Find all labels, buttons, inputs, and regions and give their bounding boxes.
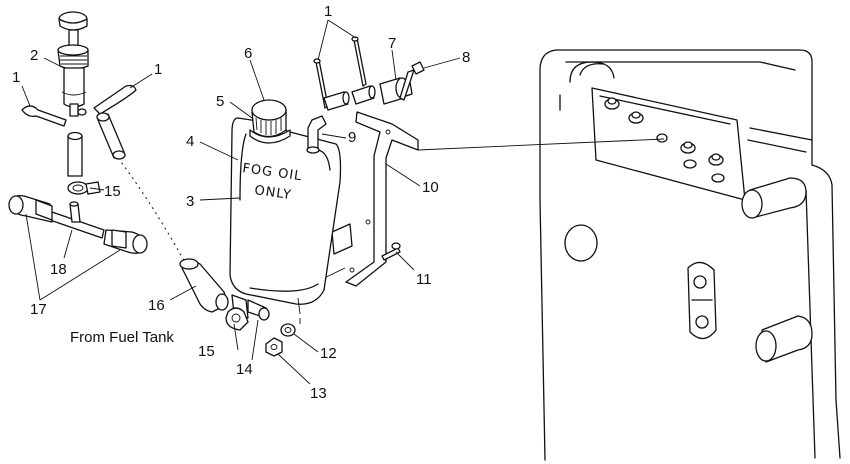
leader-lines [21,19,461,385]
hose-clamp-17a [8,194,53,223]
callout-15-upper: 15 [104,183,121,200]
callout-13: 13 [310,385,327,402]
washer [280,323,296,337]
tee-fitting [49,201,105,239]
fuel-hose [179,258,229,313]
pump-hose-clamp [67,181,101,195]
callout-9: 9 [348,129,356,146]
callout-14: 14 [236,361,253,378]
callout-7: 7 [388,35,396,52]
hose-clamp-17b [103,229,148,254]
hose-clamp-left [21,105,67,127]
fuel-tank-caption: From Fuel Tank [70,329,174,346]
callout-16: 16 [148,297,165,314]
callout-8: 8 [462,49,470,66]
engine-block [539,49,841,461]
callout-6: 6 [244,45,252,62]
mounting-bolts [313,36,367,109]
bracket-screw [381,242,401,261]
lower-hose-clamp [225,307,249,331]
callout-12: 12 [320,345,337,362]
callout-2: 2 [30,47,38,64]
callout-10: 10 [422,179,439,196]
hose-segment-lower [67,135,83,177]
callout-4: 4 [186,133,194,150]
screw [399,61,425,101]
tank-bracket [331,111,419,287]
callout-15-lower: 15 [198,343,215,360]
callout-17: 17 [30,301,47,318]
callout-3: 3 [186,193,194,210]
tank-cap [249,99,291,144]
tank-outlet-fitting [247,299,270,321]
hose-clamp-right [93,84,137,115]
elbow-fitting [306,115,327,154]
nut [265,337,283,357]
callout-numbers: 1 1 1 2 3 4 5 6 7 8 9 10 11 12 13 14 15 … [12,3,470,402]
callout-1-top: 1 [324,3,332,20]
spacer-a [323,91,349,111]
callout-1-right: 1 [154,61,162,78]
mounting-reference-line [417,138,665,151]
tank-label-line2: ONLY [253,183,292,203]
callout-18: 18 [50,261,67,278]
callout-1-left: 1 [12,69,20,86]
callout-5: 5 [216,93,224,110]
hose-route [117,157,187,265]
primer-pump [57,11,89,117]
callout-11: 11 [416,271,432,288]
fog-oil-tank: FOG OIL ONLY [229,117,342,319]
